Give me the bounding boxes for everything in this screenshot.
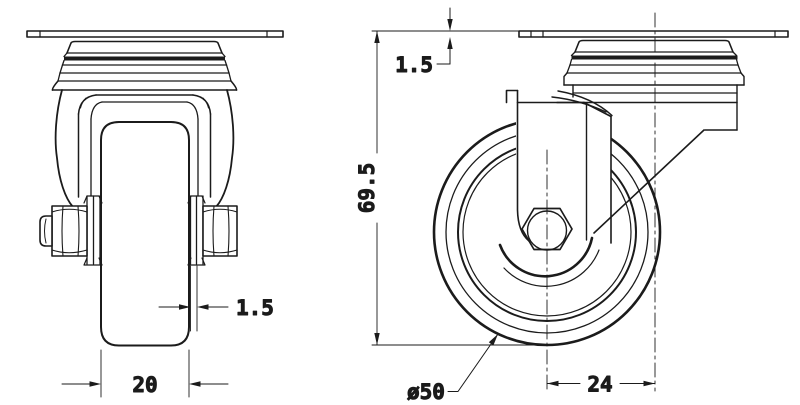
dim-text-swivel-offset: 24: [587, 373, 612, 397]
dim-fork-plate-thickness: 1.5: [158, 265, 274, 332]
axle-assembly-front: [39, 195, 238, 266]
dim-overall-height: 69.5: [355, 30, 380, 346]
mounting-plate-front: [26, 30, 284, 38]
fork-neck-curve: [557, 90, 613, 117]
fork-gusset-edge: [593, 129, 705, 234]
swivel-head-front: [51, 40, 238, 91]
hex-nut-left: [51, 205, 88, 257]
fork-leg-side: [505, 89, 613, 244]
dim-wheel-diameter: ø50: [407, 333, 499, 405]
dim-arrow: [197, 304, 209, 310]
dim-text-plate-thickness: 1.5: [395, 53, 433, 77]
dim-text-wheel-diameter: ø50: [407, 380, 445, 404]
dim-arrow: [374, 31, 380, 43]
dim-arrow: [547, 380, 559, 387]
dim-text-fork-thickness: 1.5: [236, 296, 274, 320]
dim-arrow: [179, 304, 191, 310]
dim-swivel-offset: 24: [546, 372, 656, 397]
front-view-drawing: 1.5 20: [26, 30, 284, 398]
hex-nut-right: [202, 205, 238, 257]
dim-arrow: [89, 381, 101, 387]
bolt-cap-left: [39, 215, 53, 247]
dim-arrow: [374, 333, 380, 345]
fork-legs-front: [77, 94, 212, 198]
dim-arrow: [447, 37, 453, 49]
dim-tread-width: 20: [61, 349, 229, 398]
fork-skirt-front: [54, 89, 235, 209]
mounting-plate-side: [518, 30, 789, 38]
side-view-drawing: 69.5 1.5 ø50 24: [355, 7, 789, 405]
hub-boss-side: [498, 236, 600, 287]
wheel-front: [100, 121, 190, 347]
dim-arrow: [643, 380, 655, 387]
dim-text-overall-height: 69.5: [355, 163, 379, 214]
dim-arrow: [488, 334, 498, 346]
dim-arrow: [189, 381, 201, 387]
dim-text-tread-width: 20: [132, 373, 157, 397]
dim-top-plate-thickness: 1.5: [395, 7, 453, 78]
dim-arrow: [447, 19, 453, 31]
